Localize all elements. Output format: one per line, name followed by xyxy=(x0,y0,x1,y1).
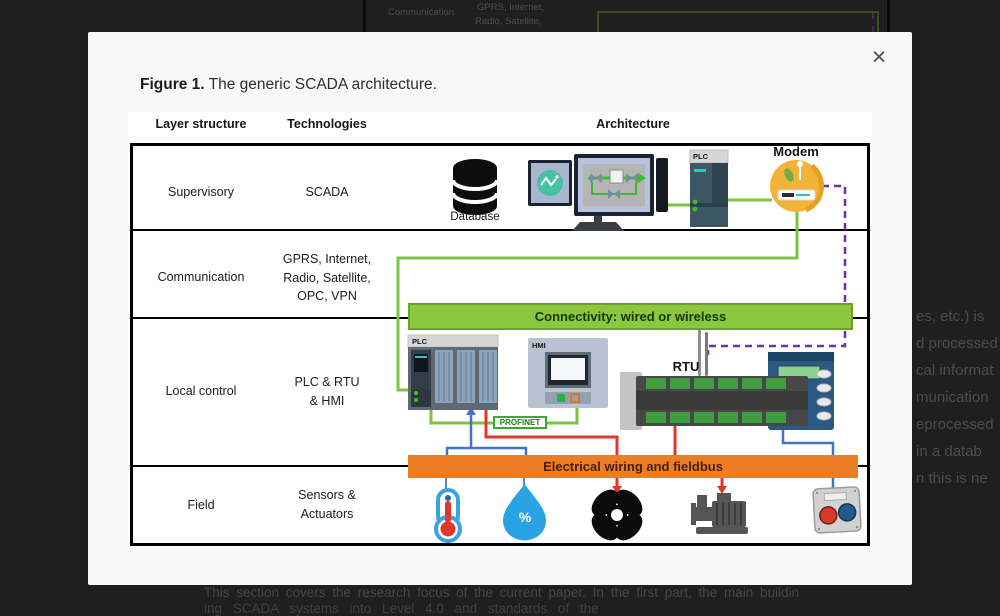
green-network-lines xyxy=(396,198,799,425)
database-icon xyxy=(451,159,499,215)
plc-local-icon xyxy=(407,334,499,410)
bg-tech-line-1: GPRS, Internet, xyxy=(477,2,545,13)
figure-caption-label: Figure 1. xyxy=(140,76,205,93)
tech-line: GPRS, Internet, xyxy=(282,252,372,266)
layer-label-local-control: Local control xyxy=(165,384,237,398)
figure-caption-text: The generic SCADA architecture. xyxy=(204,76,437,93)
architecture-diagram xyxy=(130,143,870,546)
close-icon[interactable]: × xyxy=(871,43,887,71)
red-wiring-lines xyxy=(484,410,724,486)
bg-text-line: n this is ne xyxy=(916,470,988,487)
tech-line: OPC, VPN xyxy=(297,289,357,303)
figure-panel: Layer structure Technologies Architectur… xyxy=(128,112,872,548)
connectivity-bar: Connectivity: wired or wireless xyxy=(408,303,853,330)
tech-label-field: Sensors & Actuators xyxy=(262,486,392,523)
hmi-icon xyxy=(528,338,608,408)
fieldbus-bar: Electrical wiring and fieldbus xyxy=(408,455,858,478)
tech-label-scada: SCADA xyxy=(305,185,349,199)
tech-line: & HMI xyxy=(309,393,345,408)
bg-text-line: eprocessed xyxy=(916,416,994,433)
tech-label-communication: GPRS, Internet, Radio, Satellite, OPC, V… xyxy=(262,250,392,306)
thermometer-icon xyxy=(434,488,462,543)
blue-arrow-plc xyxy=(466,407,476,415)
bg-figure-border-right xyxy=(887,0,890,32)
bg-paragraph-right: es, etc.) is d processed cal informat mu… xyxy=(916,303,998,492)
bg-paragraph-bottom-line1: This section covers the research focus o… xyxy=(204,585,800,600)
red-arrow-pump xyxy=(717,486,727,494)
monitors-icon xyxy=(528,154,668,231)
tech-line: Actuators xyxy=(300,506,354,521)
bg-tech-line-2: Radio, Satellite, xyxy=(475,16,542,27)
fan-icon xyxy=(591,489,643,541)
bg-text-line: in a datab xyxy=(916,443,982,460)
humidity-percent-symbol: % xyxy=(518,509,532,525)
bg-paragraph-bottom-line2: ing SCADA systems into Level 4.0 and sta… xyxy=(204,601,599,616)
bg-text-line: d processed xyxy=(916,335,998,352)
modem-icon xyxy=(770,160,825,213)
layer-label-field: Field xyxy=(187,498,215,512)
hmi-label: HMI xyxy=(532,341,546,350)
bg-text-line: cal informat xyxy=(916,362,994,379)
tech-label-local-control: PLC & RTU & HMI xyxy=(262,373,392,410)
humidity-droplet-icon xyxy=(503,484,546,541)
column-header-technologies: Technologies xyxy=(287,117,367,131)
red-arrow-fan xyxy=(612,486,622,494)
profinet-label: PROFINET xyxy=(493,416,547,429)
bg-purple-dashed-fragment xyxy=(872,13,874,32)
column-header-layer: Layer structure xyxy=(155,117,247,131)
rtu-icon xyxy=(620,326,834,430)
tech-line: Sensors & xyxy=(298,488,356,502)
database-label: Database xyxy=(450,211,500,223)
bg-figure-border-left xyxy=(363,0,366,32)
plc-local-label: PLC xyxy=(412,337,427,346)
figure-caption: Figure 1. The generic SCADA architecture… xyxy=(140,76,437,94)
control-box-icon xyxy=(812,486,862,534)
purple-wireless-line xyxy=(706,184,847,355)
modem-label: Modem xyxy=(773,144,819,159)
tech-line: PLC & RTU xyxy=(294,375,360,389)
pump-icon xyxy=(691,493,748,534)
plc-supervisory-icon xyxy=(689,149,729,227)
figure-modal[interactable]: × Figure 1. The generic SCADA architectu… xyxy=(88,32,912,585)
bg-text-line: munication xyxy=(916,389,989,406)
layer-label-supervisory: Supervisory xyxy=(168,185,234,199)
plc-supervisory-label: PLC xyxy=(693,152,708,161)
rtu-label: RTU xyxy=(672,359,700,374)
tech-line: Radio, Satellite, xyxy=(283,270,371,285)
bg-layer-label: Communication xyxy=(388,7,454,18)
column-header-architecture: Architecture xyxy=(596,117,670,131)
bg-text-line: es, etc.) is xyxy=(916,308,985,325)
table-frame xyxy=(130,143,870,546)
layer-label-communication: Communication xyxy=(157,270,245,284)
